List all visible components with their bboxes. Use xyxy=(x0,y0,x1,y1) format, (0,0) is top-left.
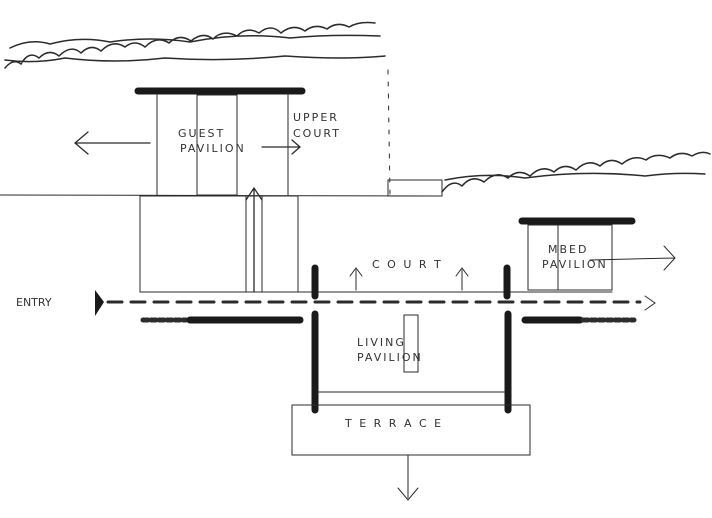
mbed-label-1: MBED xyxy=(548,243,588,256)
arrow-up-icon xyxy=(245,186,263,293)
guest-label-1: GUEST xyxy=(178,127,225,140)
right-hedge xyxy=(441,151,711,193)
wall-segment xyxy=(387,179,443,197)
fireplace xyxy=(403,314,419,373)
service-block-hatch xyxy=(139,195,299,293)
arrow-right-icon xyxy=(261,139,301,155)
living-label-2: PAVILION xyxy=(357,351,423,364)
living-label-1: LIVING xyxy=(357,336,406,349)
boundary-line xyxy=(387,69,391,196)
upper-court-label-1: UPPER xyxy=(293,111,339,124)
top-hedge xyxy=(4,21,386,69)
upper-court-label-2: COURT xyxy=(293,127,341,140)
arrow-down-icon xyxy=(397,454,419,501)
mbed-hatch xyxy=(527,224,559,291)
arrow-right-icon xyxy=(589,245,676,271)
mbed-label-2: PAVILION xyxy=(542,258,608,271)
arrow-up-icon xyxy=(349,267,363,291)
court-label: C O U R T xyxy=(372,258,443,271)
entry-marker-icon xyxy=(95,290,104,316)
guest-core-hatch xyxy=(196,94,238,196)
arrow-left-icon xyxy=(73,131,151,155)
guest-label-2: PAVILION xyxy=(180,142,246,155)
arrow-up-icon xyxy=(455,267,469,291)
arrow-right-icon xyxy=(644,295,656,311)
terrace-label: T E R R A C E xyxy=(344,417,443,430)
entry-label: ENTRY xyxy=(16,296,52,309)
terrace xyxy=(291,404,531,456)
